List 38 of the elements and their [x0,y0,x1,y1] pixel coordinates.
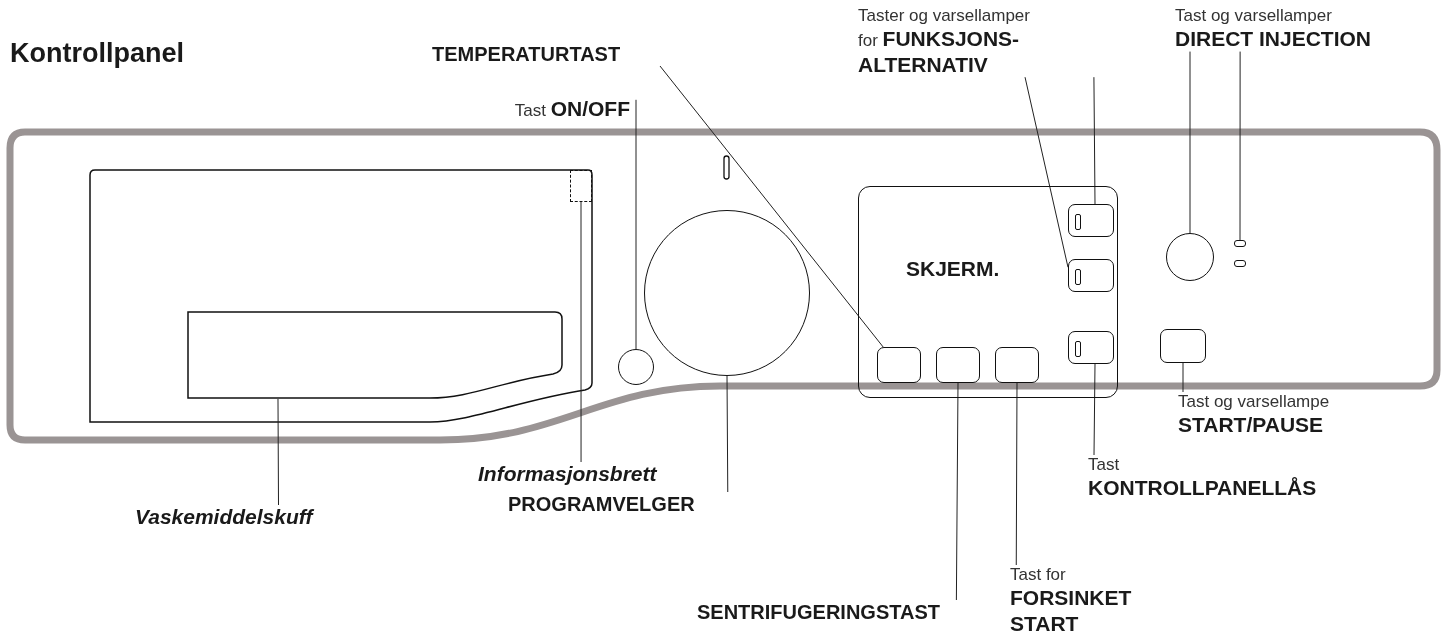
callout-label: Tast KONTROLLPANELLÅS [1088,455,1328,501]
option-button [1068,331,1114,364]
leader-line [955,382,959,601]
push-button [877,347,921,383]
callout-label: Tast ON/OFF [476,96,636,122]
display-panel [858,186,1118,398]
callout-label: Tast og varsellamper DIRECT INJECTION [1175,6,1443,52]
option-button [1068,259,1114,292]
callout-label: SENTRIFUGERINGSTAST [697,600,959,624]
drawer-handle [187,311,563,399]
leader-line [659,65,884,348]
callout-label: Tast for FORSINKET START [1010,565,1135,636]
leader-line [726,375,729,493]
leader-line [580,201,582,463]
info-board-outline [570,170,592,202]
indicator-lamp [1234,240,1246,247]
leader-line [1093,363,1096,456]
callout-label: PROGRAMVELGER [508,492,730,516]
diagram-title: Kontrollpanel [10,38,184,69]
callout-label: Tast og varsellampe START/PAUSE [1178,392,1428,438]
leader-line [1182,362,1184,393]
leader-line [1189,51,1191,234]
leader-line [1015,382,1018,566]
option-button [1068,204,1114,237]
callout-label: Vaskemiddelskuff [135,505,340,529]
callout-label: TEMPERATURTAST [432,42,660,66]
leader-line [1024,76,1069,268]
callout-label: Informasjonsbrett [478,462,703,486]
display-label: SKJERM. [906,257,1000,281]
leader-line [1239,51,1241,241]
callout-label: Taster og varsellamper for FUNKSJONS-ALTERNATIV [858,6,1098,78]
indicator-lamp [1234,260,1246,267]
leader-line [635,99,637,350]
leader-line [277,398,279,506]
leader-line [1093,76,1096,205]
push-button [995,347,1039,383]
push-button [936,347,980,383]
push-button [1160,329,1206,363]
